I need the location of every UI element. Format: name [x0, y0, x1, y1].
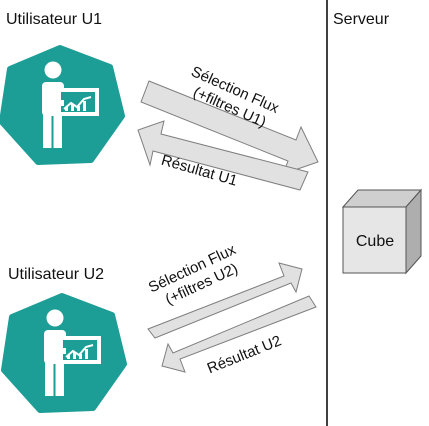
u1-result-arrow — [137, 120, 309, 191]
cube-front-face — [342, 206, 407, 274]
user-u1-avatar — [0, 45, 125, 165]
u2-request-arrow — [147, 262, 303, 339]
user-u2-avatar — [1, 293, 127, 413]
u2-result-arrow — [161, 295, 317, 373]
user-u1-label: Utilisateur U1 — [6, 11, 102, 28]
server-label: Serveur — [333, 11, 390, 28]
u1-request-arrow — [140, 80, 319, 175]
cube-label: Cube — [356, 233, 394, 250]
user-u2-label: Utilisateur U2 — [8, 266, 104, 283]
cube-icon — [341, 188, 423, 275]
